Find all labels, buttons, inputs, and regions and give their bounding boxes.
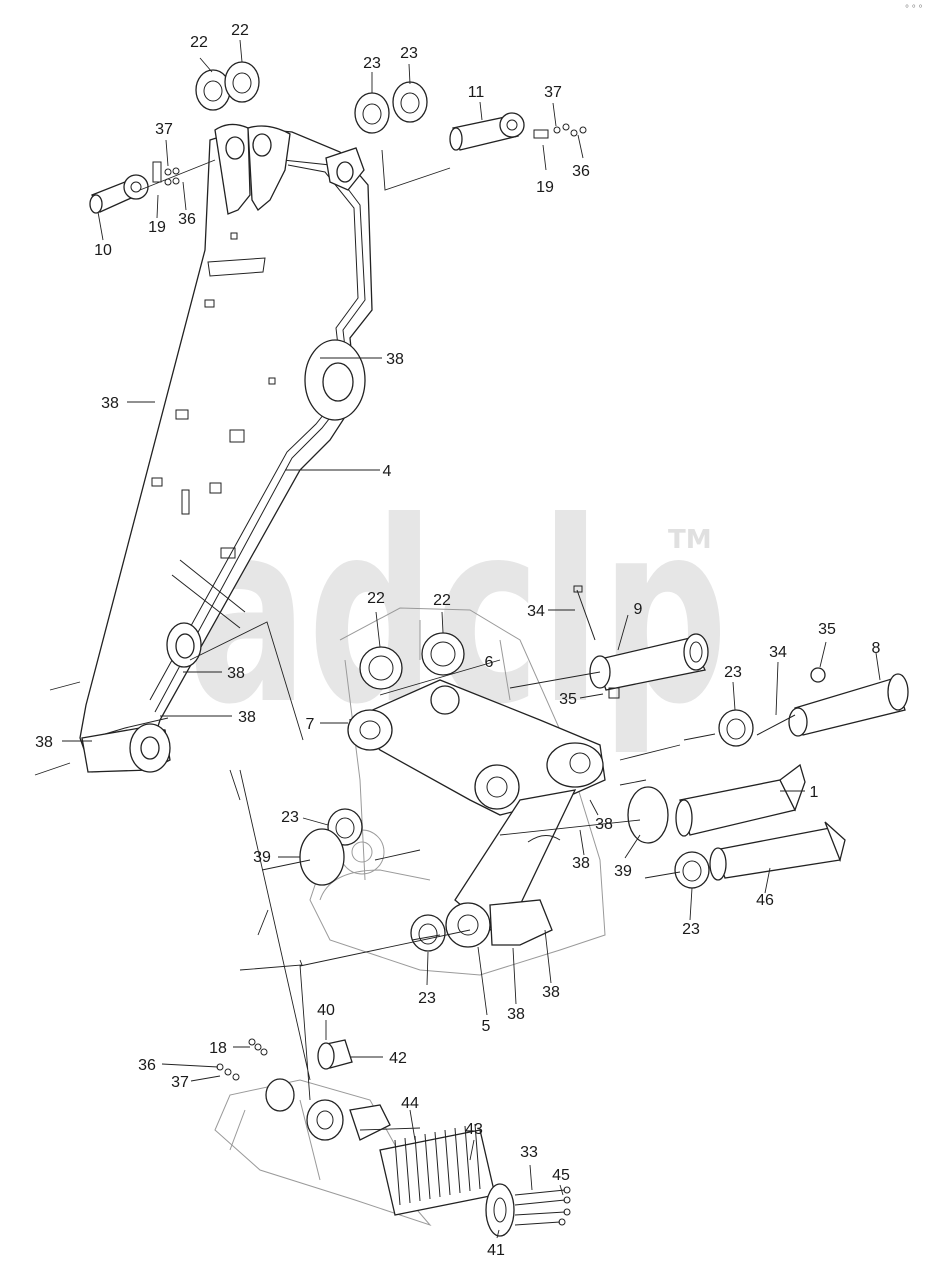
callout-label: 8 [872,640,881,657]
link-5-end [445,902,491,948]
bracket-bore [306,1099,344,1141]
callout-label: 4 [383,463,392,480]
callout-label: 19 [536,179,554,196]
washer-22d [421,632,465,676]
callout-label: 43 [465,1121,483,1138]
callout-label: 23 [281,809,299,826]
callout-label: 6 [485,654,494,671]
callout-label: 38 [238,709,256,726]
callout-label: 42 [389,1050,407,1067]
top-left-pin-group [89,61,260,214]
callout-label: 38 [101,395,119,412]
boom-plate [207,257,266,277]
lock-plate-19b [533,129,549,139]
boom-mid-bore [322,362,354,402]
bushing-40 [317,1039,353,1070]
washer-22a [195,69,231,111]
washer-23f [410,914,446,952]
callout-label: 38 [35,734,53,751]
pin-bolt-34b [756,714,796,736]
top-right-pin-group [354,81,587,191]
pin-8 [788,673,909,737]
callout-label: 38 [595,816,613,833]
callout-label: 40 [317,1002,335,1019]
callout-label: 38 [386,351,404,368]
pin-bolt-34a [573,585,596,641]
callout-label: 10 [94,242,112,259]
leader-lines [34,39,881,1239]
washer-22b [224,61,260,103]
link-6-end-right [474,764,520,810]
callout-label: 46 [756,892,774,909]
link-6-end-left [347,709,393,751]
boom-top-bore [225,136,245,160]
callout-label: 36 [178,211,196,228]
callout-labels: 22 22 23 23 11 37 36 19 37 19 36 10 38 3… [35,22,880,1259]
o-ring-39a [627,786,669,844]
callout-label: 11 [468,84,485,101]
boom-brace [171,559,246,629]
washer-22c [359,646,403,690]
callout-label: 33 [520,1144,538,1161]
bolts-33-45 [514,1186,571,1226]
callout-label: 36 [572,163,590,180]
end-cap-41 [485,1183,515,1237]
watermark-tm: TM [668,525,712,555]
callout-label: 34 [769,644,787,661]
nut-35a [608,687,620,699]
arm-link-5 [445,789,577,948]
pin-9 [589,633,709,691]
nut-35b [810,667,826,683]
corner-mark: ° ° ° [905,4,923,15]
callout-label: 22 [231,22,249,39]
callout-label: 5 [482,1018,491,1035]
callout-label: 35 [559,691,577,708]
callout-label: 39 [614,863,632,880]
callout-label: 23 [363,55,381,72]
boom-body [79,127,373,773]
callout-label: 34 [527,603,545,620]
callout-label: 38 [507,1006,525,1023]
callout-label: 22 [190,34,208,51]
callout-label: 38 [227,665,245,682]
callout-label: 18 [209,1040,227,1057]
arm-link-6 [347,679,606,816]
callout-label: 19 [148,219,166,236]
lower-bracket-assembly [214,1078,432,1227]
callout-label: 39 [253,849,271,866]
callout-label: 22 [433,592,451,609]
callout-label: 1 [810,784,819,801]
pin-1 [675,763,806,837]
callout-label: 22 [367,590,385,607]
callout-label: 7 [306,716,315,733]
boom-assembly [79,123,373,773]
pin-46 [709,821,846,881]
callout-label: 23 [682,921,700,938]
callout-label: 35 [818,621,836,638]
link-6-body [348,679,606,816]
callout-label: 38 [572,855,590,872]
washer-23d [674,851,710,889]
washer-23a [354,92,390,134]
washer-23c [718,709,754,747]
callout-label: 45 [552,1167,570,1184]
callout-label: 23 [400,45,418,62]
o-ring-39b [299,828,345,886]
callout-label: 36 [138,1057,156,1074]
callout-label: 44 [401,1095,419,1112]
lock-plate-19a [152,161,162,183]
callout-label: 37 [544,84,562,101]
callout-label: 37 [171,1074,189,1091]
callout-label: 23 [418,990,436,1007]
callout-label: 41 [487,1242,505,1259]
callout-label: 9 [634,601,643,618]
callout-label: 38 [542,984,560,1001]
callout-label: 37 [155,121,173,138]
washer-23b [392,81,428,123]
callout-label: 23 [724,664,742,681]
